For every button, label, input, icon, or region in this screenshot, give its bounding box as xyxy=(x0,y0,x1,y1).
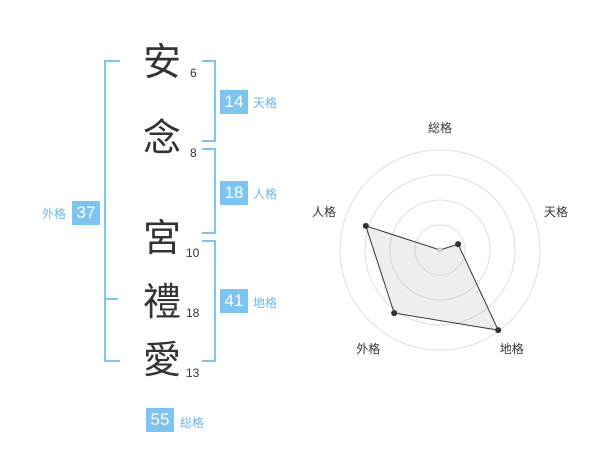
name-char-5: 愛 xyxy=(142,338,181,382)
name-char-2: 念 xyxy=(142,116,181,160)
tenkaku-value-badge: 14 xyxy=(220,90,248,114)
soukaku-label: 総格 xyxy=(180,416,205,430)
gaikaku-bracket-divider xyxy=(104,298,118,300)
radar-axis-label-3: 外格 xyxy=(356,341,381,356)
stroke-count-4: 18 xyxy=(186,306,200,320)
gaikaku-label: 外格 xyxy=(42,207,67,221)
jinkaku-value-badge: 18 xyxy=(220,181,248,205)
stroke-count-1: 6 xyxy=(190,66,197,80)
radar-ring xyxy=(414,224,466,276)
name-char-3: 宮 xyxy=(142,216,181,260)
name-char-1: 安 xyxy=(142,40,181,84)
jinkaku-label: 人格 xyxy=(253,187,278,201)
chikaku-value-badge: 41 xyxy=(220,289,248,313)
tenkaku-bracket xyxy=(202,60,216,142)
radar-ring xyxy=(339,149,541,351)
radar-point-3 xyxy=(391,310,398,317)
chikaku-label: 地格 xyxy=(253,296,278,310)
jinkaku-bracket xyxy=(202,148,216,234)
radar-axis-label-4: 人格 xyxy=(311,205,336,220)
radar-axis-label-2: 地格 xyxy=(499,341,524,356)
stroke-count-2: 8 xyxy=(190,146,197,160)
stroke-count-5: 13 xyxy=(186,366,200,380)
gaikaku-value-badge: 37 xyxy=(72,201,100,225)
radar-ring xyxy=(389,199,491,301)
radar-axis-label-0: 総格 xyxy=(428,121,453,135)
tenkaku-label: 天格 xyxy=(253,96,278,110)
radar-point-2 xyxy=(495,327,502,334)
soukaku-value-badge: 55 xyxy=(146,408,174,432)
radar-center-dot xyxy=(437,247,443,253)
radar-ring xyxy=(364,174,516,326)
name-char-4: 禮 xyxy=(142,280,181,324)
gaikaku-bracket xyxy=(104,60,120,362)
chikaku-bracket xyxy=(202,240,216,362)
radar-point-1 xyxy=(455,241,462,248)
radar-series-area xyxy=(365,225,500,331)
radar-point-4 xyxy=(362,222,369,229)
stroke-count-3: 10 xyxy=(186,246,200,260)
radar-axis-label-1: 天格 xyxy=(544,205,569,220)
